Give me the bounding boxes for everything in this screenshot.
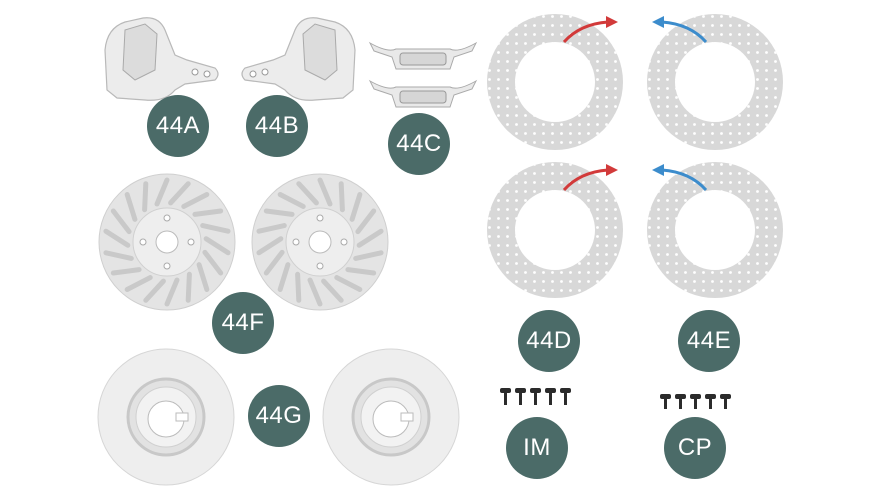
- disc-44g-left: [97, 348, 235, 486]
- label-44e: 44E: [678, 310, 740, 372]
- screws-im-icon: [500, 388, 571, 405]
- vented-disc-44f-right: [251, 173, 389, 311]
- vented-disc-44f-left: [98, 173, 236, 311]
- label-44c: 44C: [388, 113, 450, 175]
- label-44f: 44F: [212, 292, 274, 354]
- label-44g: 44G: [248, 385, 310, 447]
- disc-44g-right: [322, 348, 460, 486]
- screws-cp-icon: [660, 394, 731, 409]
- label-44b: 44B: [246, 95, 308, 157]
- drilled-disc-44d-bottom: [487, 162, 623, 298]
- label-44d: 44D: [518, 310, 580, 372]
- rotation-arrow-red-icon: [562, 16, 618, 44]
- label-cp: CP: [664, 417, 726, 479]
- drilled-disc-44e-bottom: [647, 162, 783, 298]
- label-im: IM: [506, 417, 568, 479]
- rotation-arrow-red-icon: [562, 164, 618, 192]
- caliper-44b: [241, 17, 356, 101]
- drilled-disc-44d-top: [487, 14, 623, 150]
- brake-pads-44c: [368, 41, 478, 108]
- label-44a: 44A: [147, 95, 209, 157]
- rotation-arrow-blue-icon: [652, 164, 708, 192]
- drilled-disc-44e-top: [647, 14, 783, 150]
- rotation-arrow-blue-icon: [652, 16, 708, 44]
- caliper-44a: [104, 17, 219, 101]
